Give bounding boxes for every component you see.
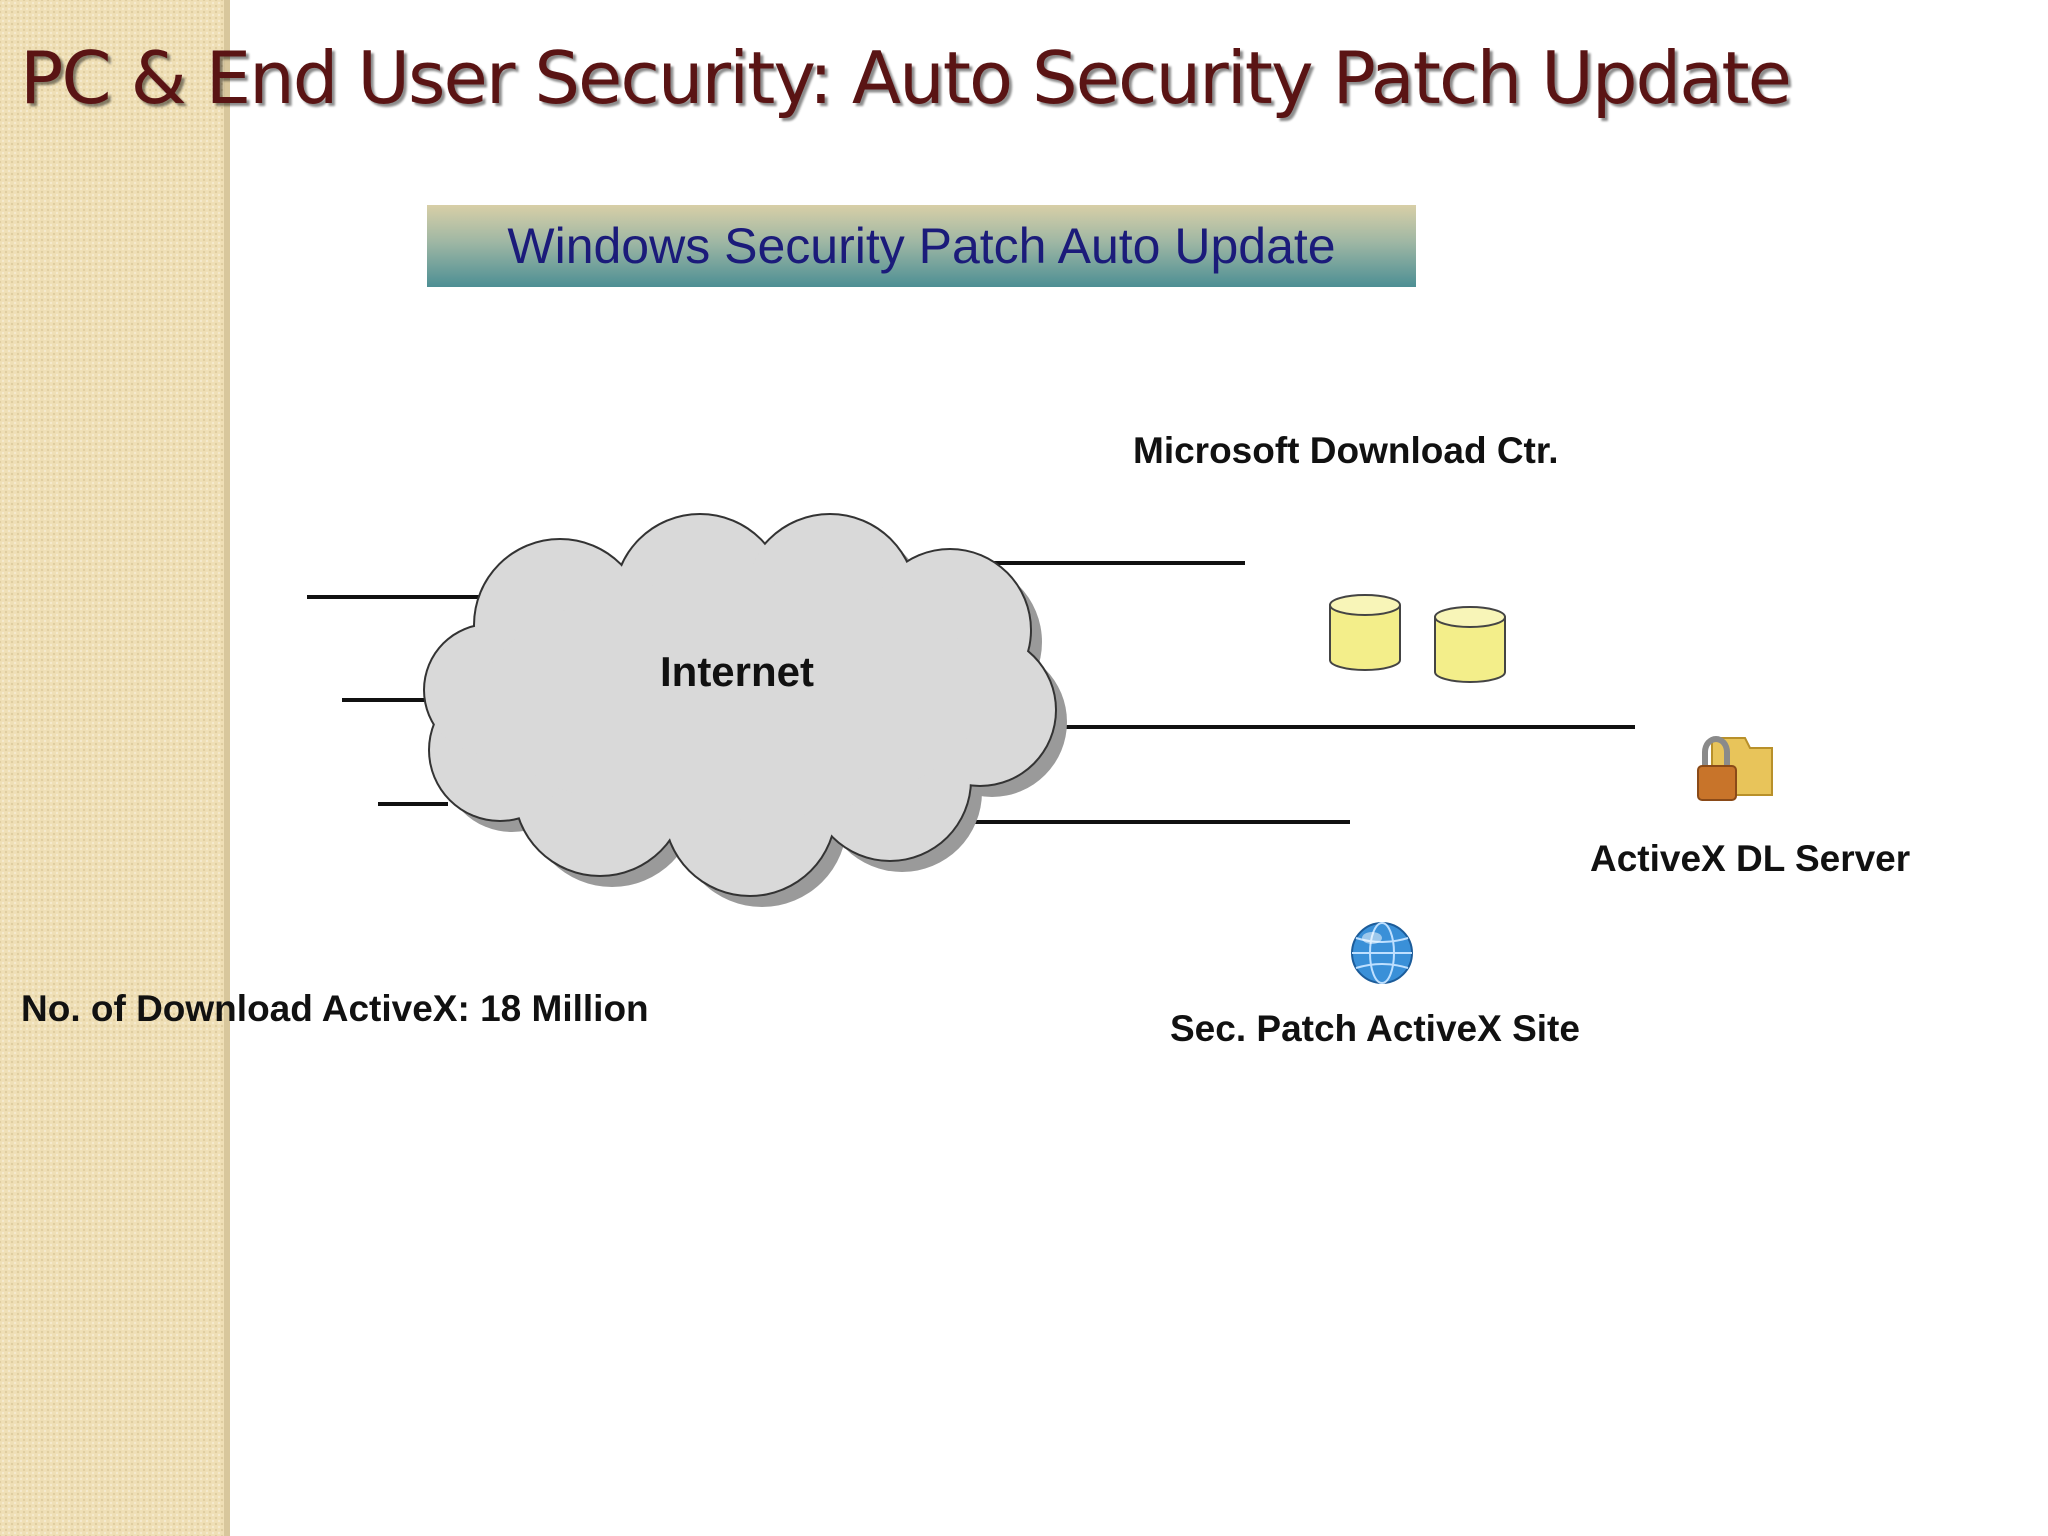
- internet-label: Internet: [660, 648, 815, 695]
- connection-lines: [307, 561, 1635, 824]
- globe-icon: [1351, 922, 1413, 984]
- activex-server-label: ActiveX DL Server: [1590, 838, 1911, 879]
- database-icon: [1434, 606, 1506, 683]
- database-icon: [1329, 594, 1401, 671]
- sidebar-texture: [0, 0, 230, 1536]
- page-title: PC & End User Security: Auto Security Pa…: [20, 36, 1792, 120]
- banner-text: Windows Security Patch Auto Update: [507, 218, 1336, 274]
- download-count-label: No. of Download ActiveX: 18 Million: [21, 988, 649, 1029]
- banner: Windows Security Patch Auto Update: [427, 205, 1416, 287]
- internet-cloud: [425, 515, 1055, 895]
- patch-site-label: Sec. Patch ActiveX Site: [1170, 1008, 1580, 1049]
- download-center-label: Microsoft Download Ctr.: [1133, 430, 1559, 471]
- lock-folder-icon: [1697, 736, 1773, 801]
